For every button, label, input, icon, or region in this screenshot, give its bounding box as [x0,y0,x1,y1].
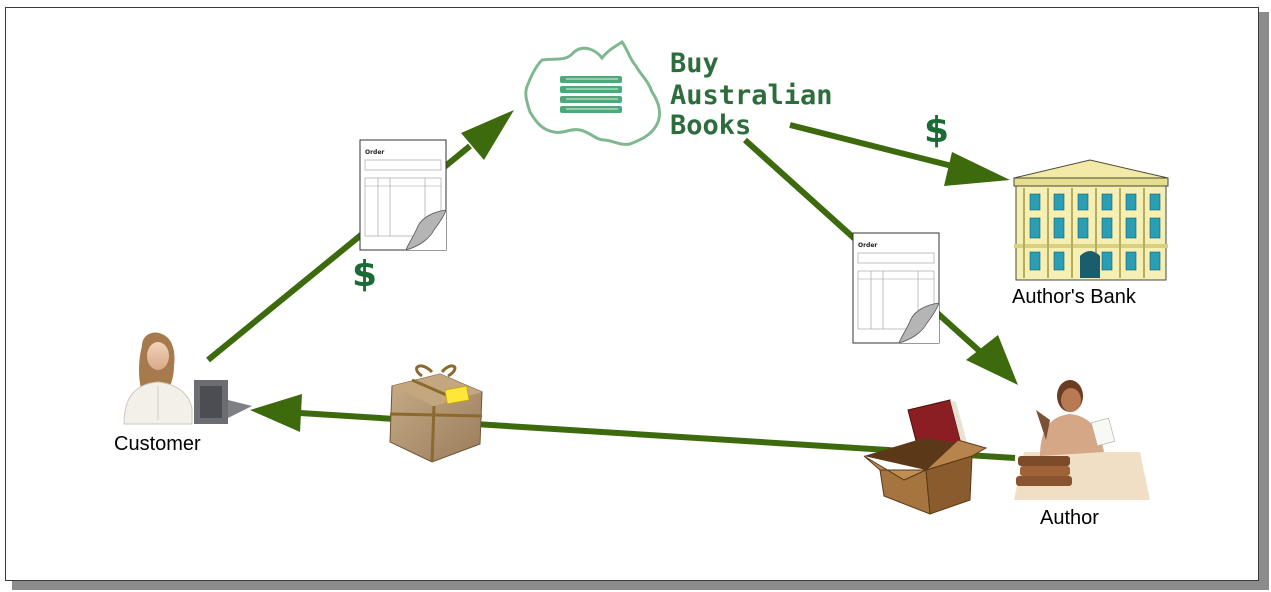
arrowhead-customer-to-store [461,110,514,160]
logo-line-1: Buy [670,48,719,79]
bank-building-icon [1014,160,1168,280]
order-form-icon: Order [853,233,939,343]
customer-person-icon [124,333,252,425]
bank-label: Author's Bank [1012,286,1137,308]
author-person-icon [1014,380,1150,500]
australia-map-icon [526,42,660,144]
customer-label: Customer [114,433,201,455]
parcel-package-icon [390,366,482,462]
payment-dollar-icon: $ [924,110,949,151]
order-form-title: Order [365,149,384,156]
buy-australian-books-logo: Buy Australian Books [526,42,833,144]
author-label: Author [1040,507,1099,529]
order-form-icon: Order [360,140,446,250]
order-form-title: Order [858,242,877,249]
payment-dollar-icon: $ [352,254,377,295]
arrowhead-author-to-customer [250,394,302,432]
arrowhead-store-to-bank [944,152,1010,186]
logo-line-2: Australian [670,80,833,111]
logo-line-3: Books [670,110,751,141]
shipping-box-with-book-icon [864,400,986,514]
